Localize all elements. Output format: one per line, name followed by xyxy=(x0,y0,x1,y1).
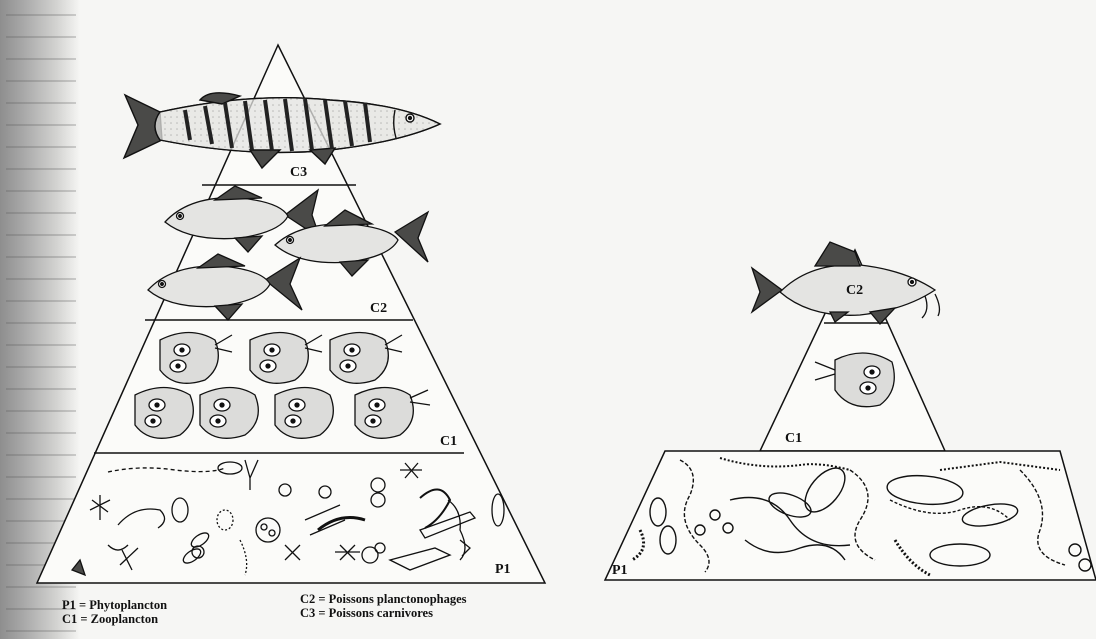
right-label-p1: P1 xyxy=(612,563,628,578)
left-label-c1: C1 xyxy=(440,434,457,449)
left-label-c2: C2 xyxy=(370,301,387,316)
daphnia-5 xyxy=(200,388,258,439)
legend-left: P1 = Phytoplancton C1 = Zooplancton xyxy=(62,598,167,626)
right-label-c2: C2 xyxy=(846,283,863,298)
legend-c2: C2 = Poissons planctonophages xyxy=(300,592,467,606)
legend-c3: C3 = Poissons carnivores xyxy=(300,606,467,620)
left-label-p1: P1 xyxy=(495,562,511,577)
legend-c1: C1 = Zooplancton xyxy=(62,612,167,626)
daphnia-6 xyxy=(275,388,333,439)
daphnia-4 xyxy=(135,388,193,439)
legend-right: C2 = Poissons planctonophages C3 = Poiss… xyxy=(300,592,467,620)
legend-p1: P1 = Phytoplancton xyxy=(62,598,167,612)
left-label-c3: C3 xyxy=(290,165,307,180)
right-label-c1: C1 xyxy=(785,431,802,446)
